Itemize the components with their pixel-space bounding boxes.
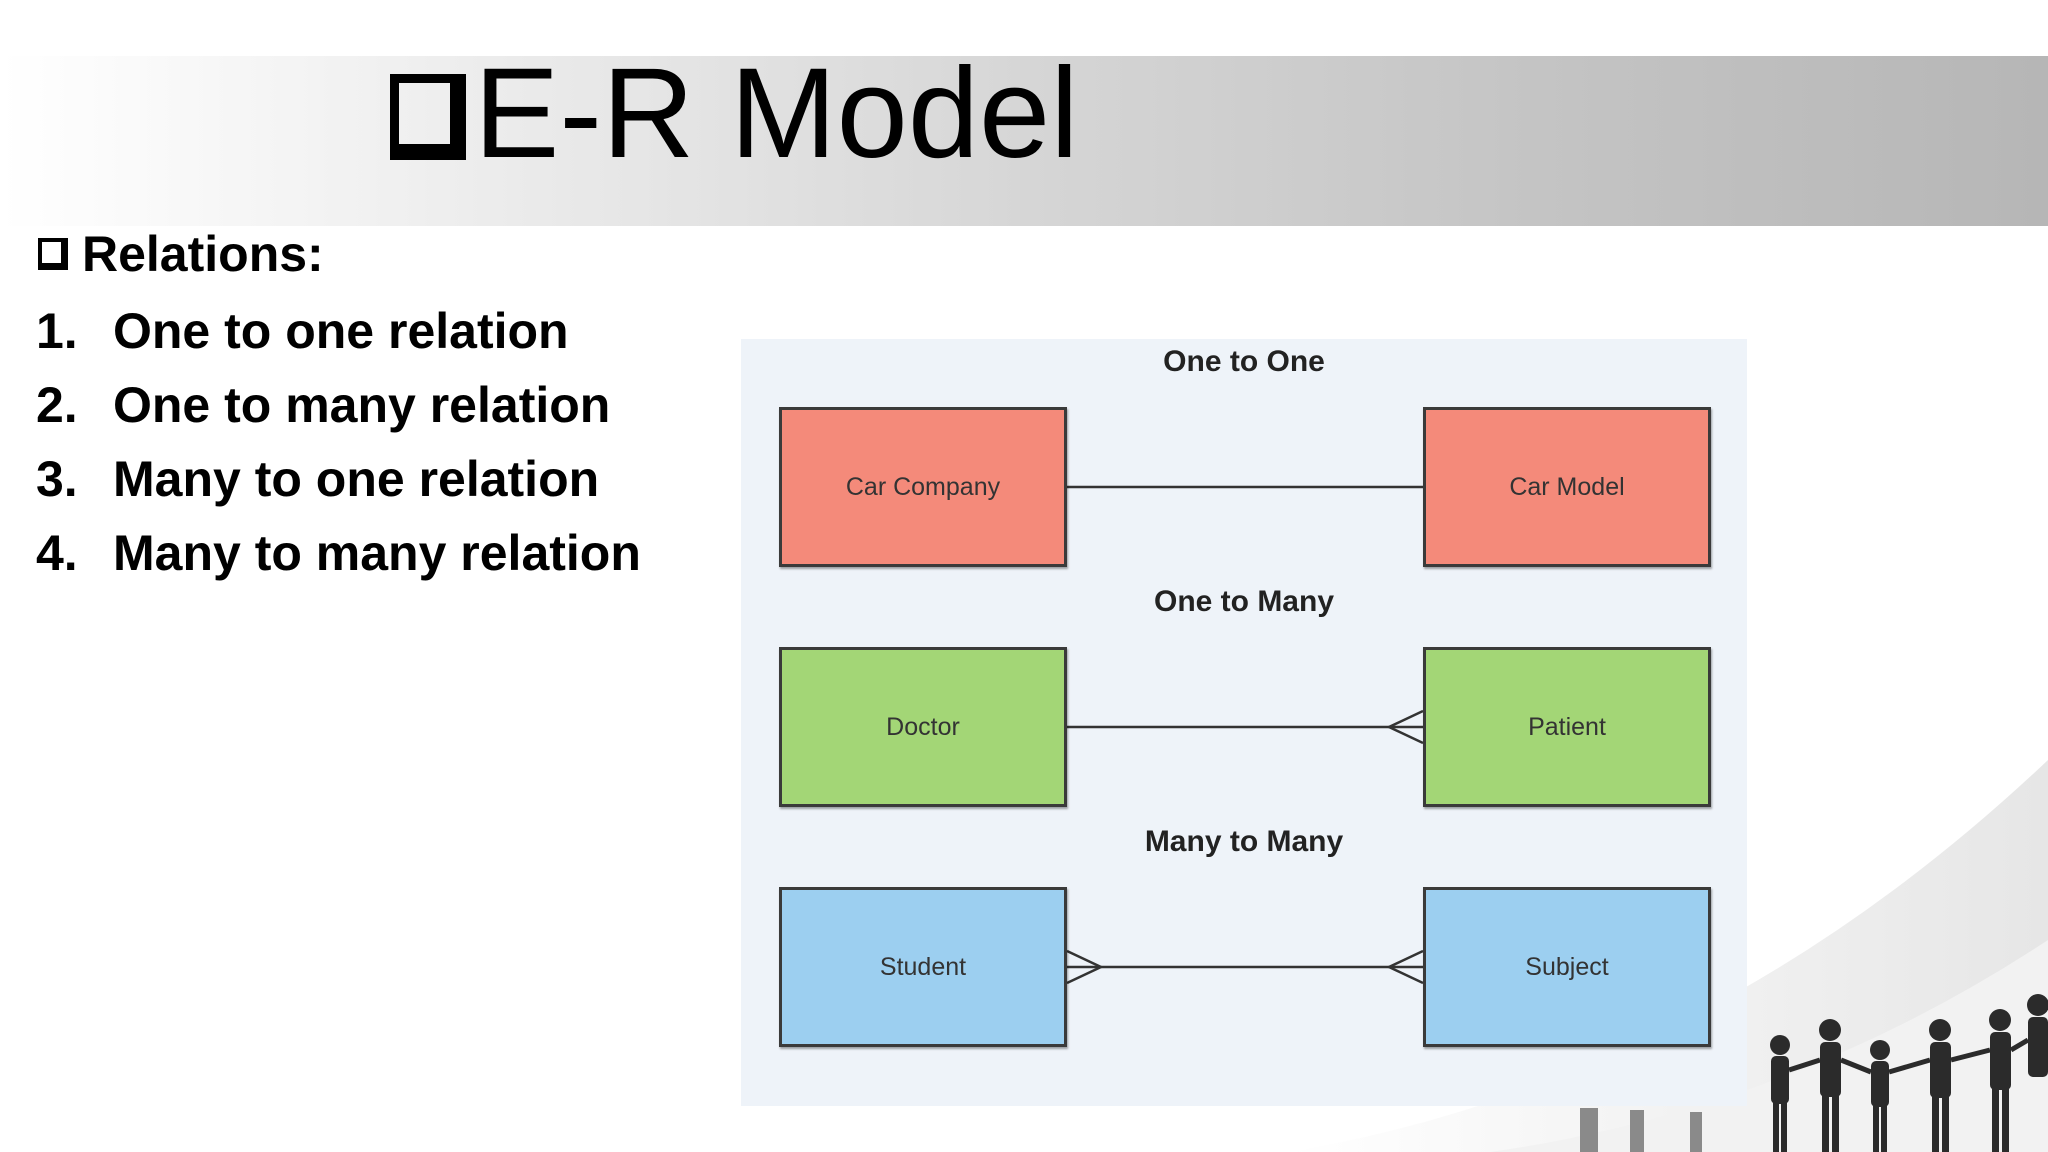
people-silhouette-decoration (1290, 760, 2048, 1152)
slide-title: E-R Model (390, 44, 1079, 184)
relations-heading-text: Relations: (82, 226, 324, 282)
list-text: Many to one relation (113, 451, 600, 507)
entity-patient: Patient (1423, 647, 1711, 807)
section-title-many-to-many: Many to Many (1144, 825, 1344, 858)
crowfoot-icon (1386, 949, 1424, 985)
list-number: 4. (36, 525, 78, 581)
list-number: 1. (36, 303, 78, 359)
crowfoot-icon (1066, 949, 1104, 985)
list-number: 3. (36, 451, 78, 507)
entity-student: Student (779, 887, 1067, 1047)
list-text: Many to many relation (113, 525, 641, 581)
entity-car-model: Car Model (1423, 407, 1711, 567)
section-title-one-to-one: One to One (1163, 345, 1325, 378)
list-number: 2. (36, 377, 78, 433)
entity-subject: Subject (1423, 887, 1711, 1047)
crowfoot-icon (1386, 709, 1424, 745)
title-band (0, 56, 2048, 226)
er-diagram: One to One Car Company Car Model One to … (741, 339, 1747, 1106)
relations-heading: Relations: (38, 226, 324, 282)
section-title-one-to-many: One to Many (1153, 585, 1334, 618)
list-text: One to many relation (113, 377, 611, 433)
checkbox-bullet-icon (390, 74, 466, 160)
checkbox-bullet-icon (38, 238, 68, 270)
list-text: One to one relation (113, 303, 569, 359)
relationship-lines (1066, 485, 1424, 985)
entity-car-company: Car Company (779, 407, 1067, 567)
slide-title-text: E-R Model (474, 42, 1079, 185)
entity-doctor: Doctor (779, 647, 1067, 807)
